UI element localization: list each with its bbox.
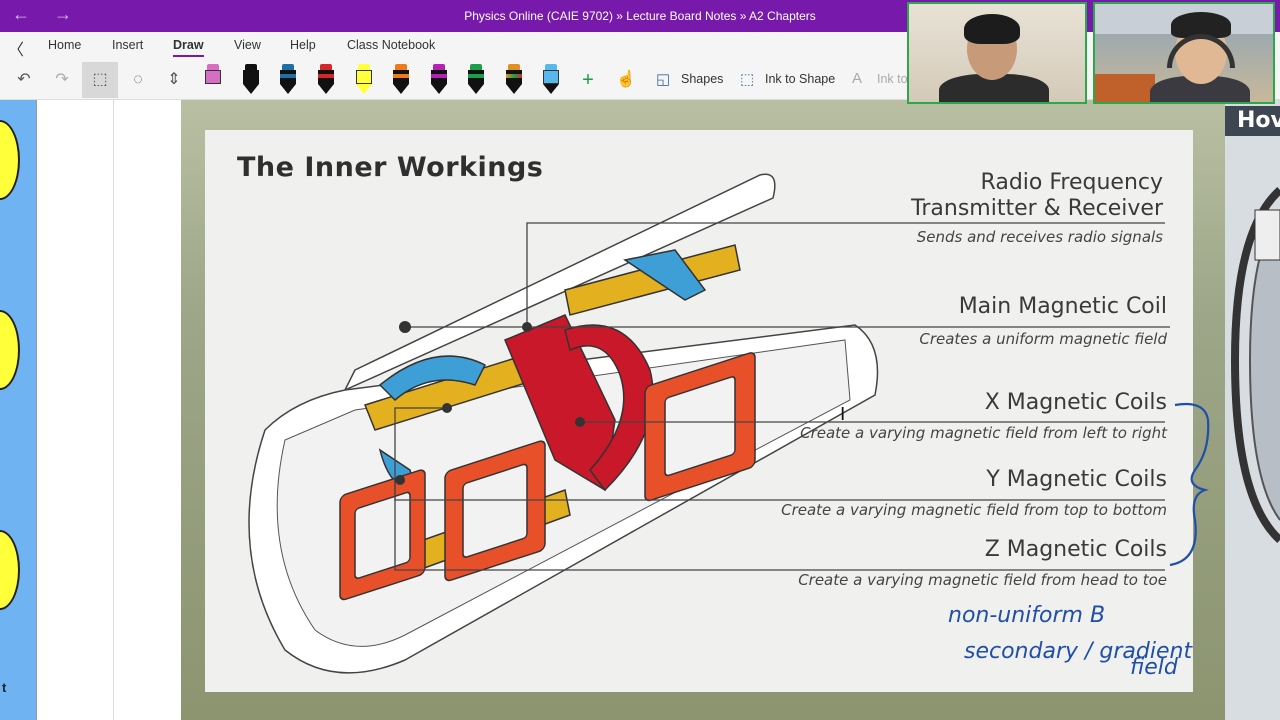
mri-slide-image: The Inner Workings Radio Freq <box>205 130 1193 692</box>
section-tab-strip <box>0 100 36 720</box>
pen-galaxy[interactable] <box>502 64 526 96</box>
label-x-coils: X Magnetic Coils Create a varying magnet… <box>800 390 1167 442</box>
label-main-coil: Main Magnetic Coil Creates a uniform mag… <box>919 294 1167 348</box>
highlighter-yellow[interactable] <box>352 64 376 96</box>
ink-to-text-button[interactable]: Ink to <box>877 72 908 86</box>
tab-home[interactable]: Home <box>48 38 82 52</box>
pen-red[interactable] <box>314 64 338 96</box>
preview-title: Hov <box>1225 106 1280 136</box>
yellow-shape <box>0 120 20 200</box>
webcam-participant-2: chimacam <box>1093 2 1275 104</box>
pen-orange[interactable] <box>389 64 413 96</box>
label-rf-transmitter: Radio Frequency Transmitter & Receiver S… <box>911 170 1163 246</box>
page-list-pane <box>36 100 181 720</box>
tab-view[interactable]: View <box>234 38 261 52</box>
ink-replay-icon[interactable]: ☝ <box>616 71 636 88</box>
hair <box>964 14 1020 44</box>
ink-to-shape-icon[interactable]: ⬚ <box>740 71 755 88</box>
text-cursor-icon: Ι <box>840 404 846 425</box>
webcam-participant-1 <box>907 2 1087 104</box>
ink-to-text-icon[interactable]: A <box>852 70 863 87</box>
add-pen-plus-icon[interactable]: + <box>582 69 594 91</box>
yellow-shape <box>0 530 20 610</box>
highlighter-lightblue[interactable] <box>539 64 563 96</box>
mri-machine-preview <box>1230 187 1280 543</box>
forward-arrow-icon[interactable]: → <box>54 4 72 24</box>
draw-toolbar: ↶ ↷ ⬚ ◌ ⇕ + ☝ ◱ Shapes ⬚ Ink to Shape A … <box>0 60 1280 100</box>
ink-to-shape-button[interactable]: Ink to Shape <box>765 72 836 86</box>
undo-icon[interactable]: ↶ <box>17 71 31 88</box>
lasso-select-icon[interactable]: ⬚ <box>82 62 118 98</box>
tab-draw[interactable]: Draw <box>173 38 204 57</box>
mri-diagram <box>248 173 1170 674</box>
tab-help[interactable]: Help <box>290 38 316 52</box>
add-space-icon[interactable]: ◌ <box>133 71 143 88</box>
ribbon-back-icon[interactable]: 〈 <box>8 42 25 59</box>
pen-purple[interactable] <box>427 64 451 96</box>
pen-green[interactable] <box>464 64 488 96</box>
label-z-coils: Z Magnetic Coils Create a varying magnet… <box>798 537 1167 589</box>
next-slide-preview: Hov <box>1225 100 1280 720</box>
label-y-coils: Y Magnetic Coils Create a varying magnet… <box>781 467 1167 519</box>
tab-class-notebook[interactable]: Class Notebook <box>347 38 436 52</box>
divider <box>113 100 114 720</box>
tab-insert[interactable]: Insert <box>112 38 144 52</box>
edge-text: t <box>2 680 7 695</box>
pen-blue[interactable] <box>276 64 300 96</box>
window-title: Physics Online (CAIE 9702) » Lecture Boa… <box>464 9 816 23</box>
redo-icon[interactable]: ↷ <box>55 71 69 88</box>
shapes-icon[interactable]: ◱ <box>656 71 671 88</box>
pen-black[interactable] <box>239 64 263 96</box>
insert-space-icon[interactable]: ⇕ <box>167 71 181 88</box>
pen-pink[interactable] <box>201 64 225 96</box>
slide-title: The Inner Workings <box>237 152 544 183</box>
sofa <box>1095 74 1155 102</box>
yellow-shape <box>0 310 20 390</box>
ribbon-tabs: 〈 Home Insert Draw View Help Class Noteb… <box>0 32 1280 60</box>
back-arrow-icon[interactable]: ← <box>12 4 30 24</box>
shapes-button[interactable]: Shapes <box>681 72 724 86</box>
title-bar: ← → Physics Online (CAIE 9702) » Lecture… <box>0 0 1280 32</box>
